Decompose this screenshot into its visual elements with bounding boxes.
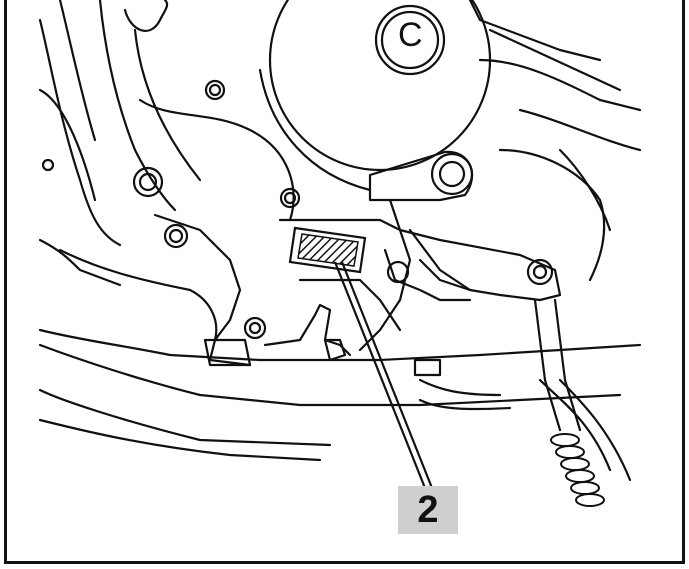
crankcase-outline bbox=[38, 18, 122, 247]
bolt bbox=[41, 158, 55, 172]
bolt bbox=[279, 187, 301, 209]
cover-cap bbox=[374, 4, 446, 76]
hatched-label-plate bbox=[288, 226, 367, 274]
callout-label: 2 bbox=[417, 488, 439, 531]
bolt bbox=[243, 316, 267, 340]
bolt bbox=[132, 166, 164, 198]
frame-tube bbox=[38, 328, 642, 362]
callout-leader-line bbox=[333, 261, 427, 489]
bolt bbox=[526, 258, 554, 286]
bolt bbox=[163, 223, 189, 249]
cover-marking-text: C bbox=[398, 16, 423, 54]
bolt bbox=[204, 79, 226, 101]
callout-2: 2 bbox=[398, 486, 458, 534]
stand-spring bbox=[550, 433, 605, 507]
